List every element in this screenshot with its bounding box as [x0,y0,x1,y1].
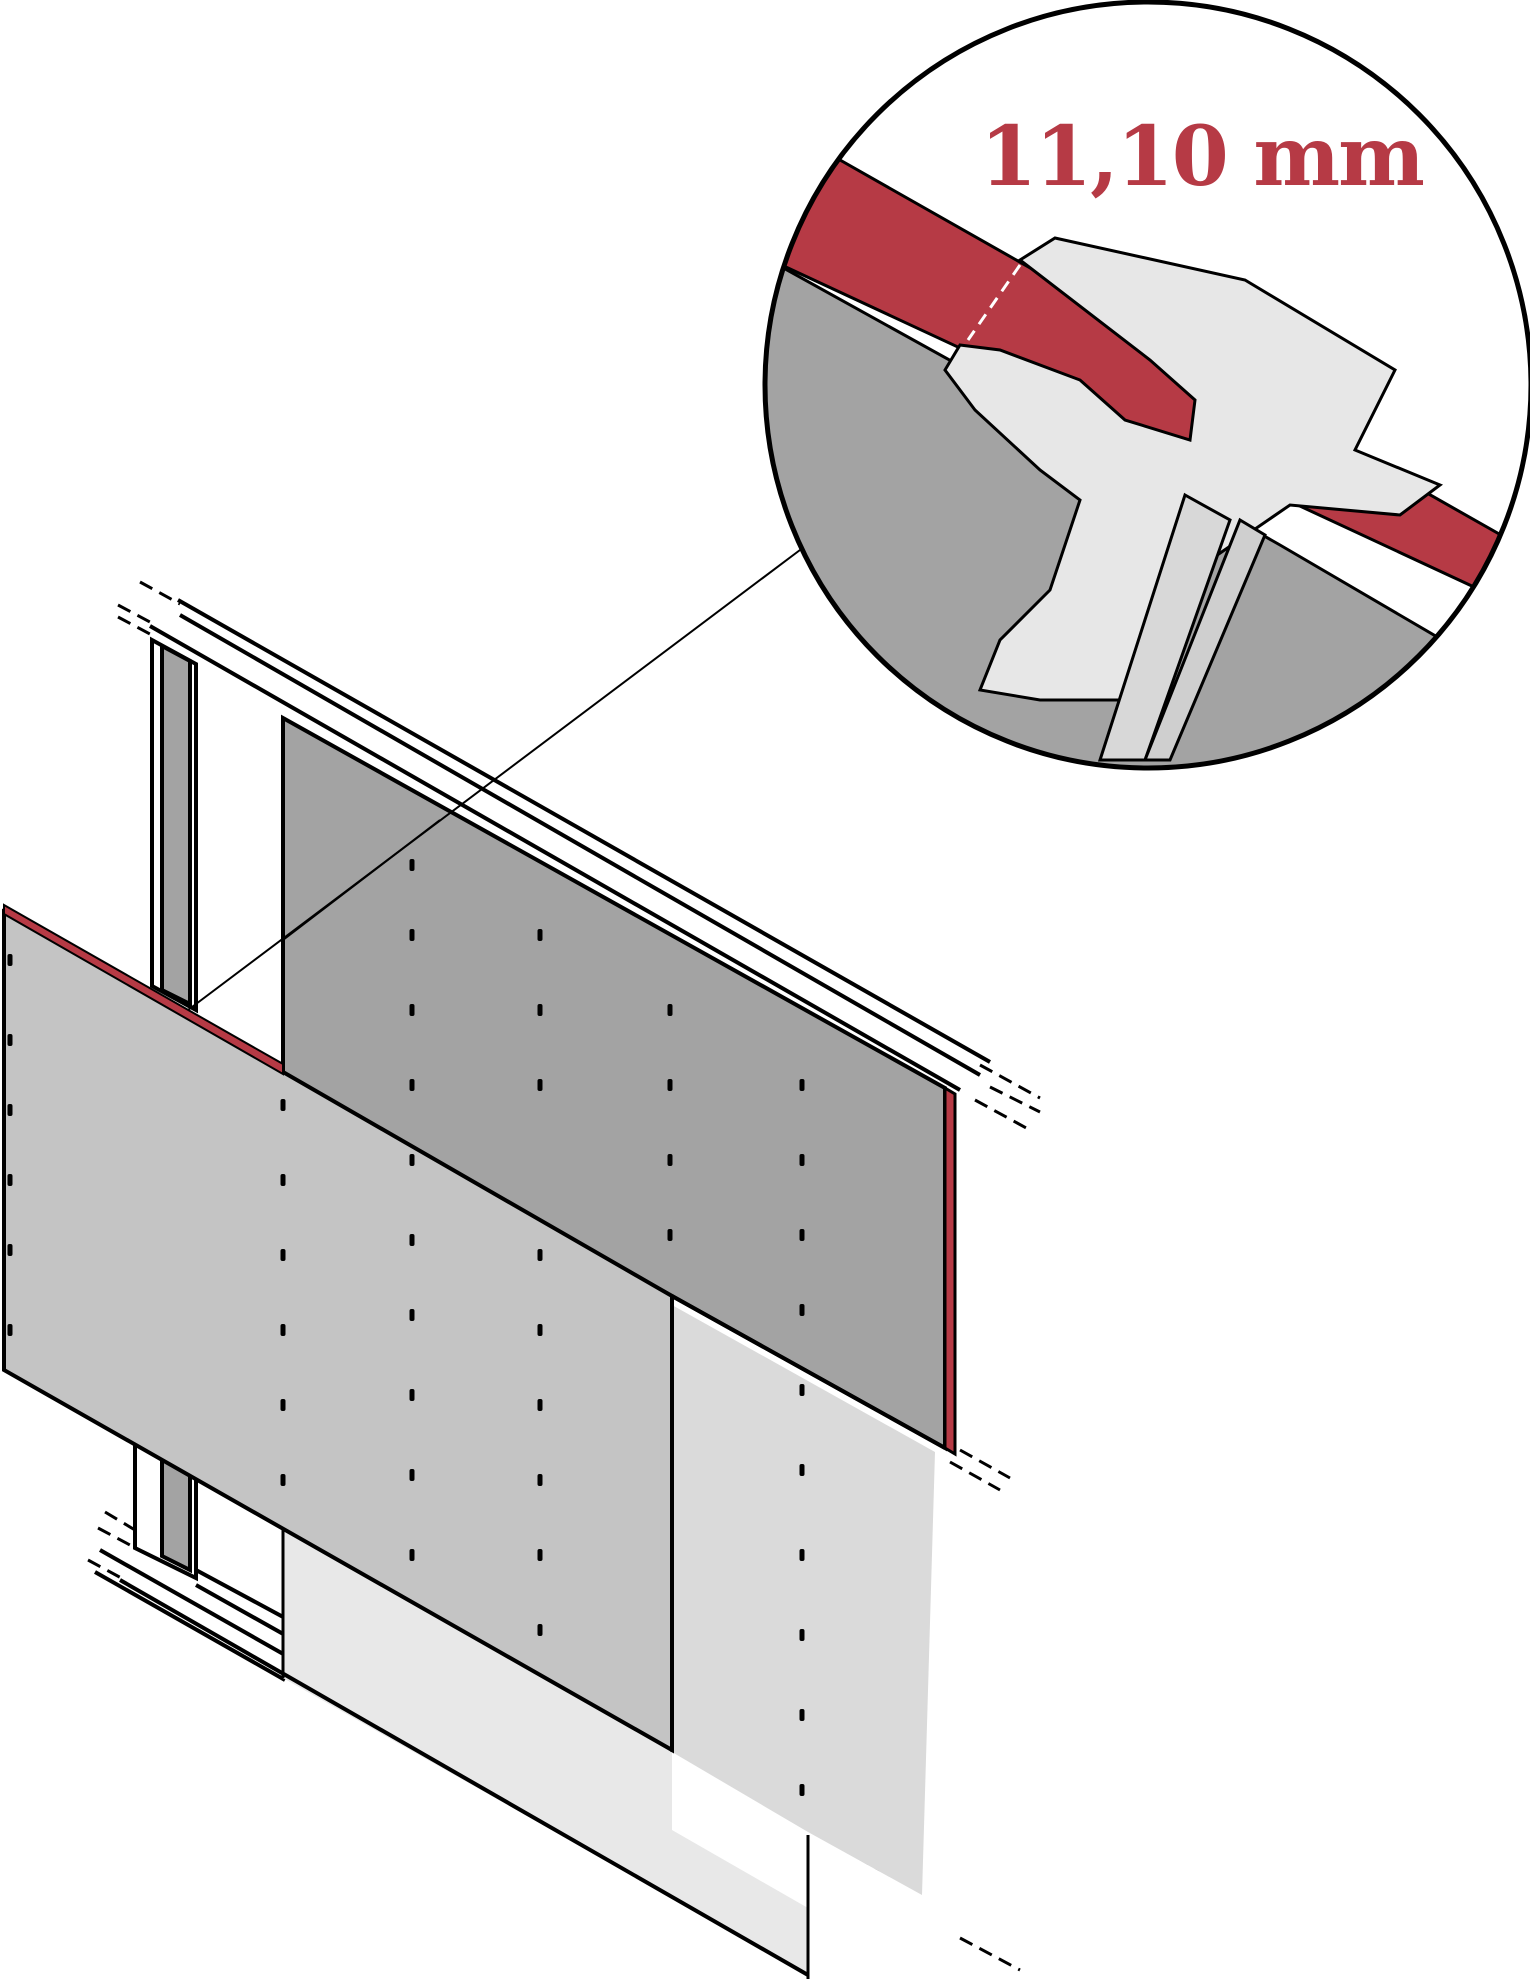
screw-hole-icon [7,1324,13,1336]
front-board [2,903,946,1754]
screw-hole-icon [280,1099,286,1111]
screw-hole-icon [7,954,13,966]
caliper-icon [943,236,1444,702]
screw-holes [7,859,805,1796]
screw-hole-icon [7,1104,13,1116]
screw-hole-icon [667,1229,673,1241]
screw-hole-icon [409,929,415,941]
screw-hole-icon [799,1549,805,1561]
screw-hole-icon [409,1309,415,1321]
screw-hole-icon [537,1324,543,1336]
screw-hole-icon [667,1154,673,1166]
screw-hole-icon [7,1174,13,1186]
screw-hole-icon [280,1474,286,1486]
screw-hole-icon [280,1249,286,1261]
metal-frame [94,598,991,1682]
screw-hole-icon [537,1079,543,1091]
screw-hole-icon [7,1034,13,1046]
screw-hole-icon [799,1629,805,1641]
screw-hole-icon [537,1399,543,1411]
detail-circle: 11,10 mm [762,0,1530,771]
screw-hole-icon [799,1079,805,1091]
lower-boards [119,1305,935,1979]
screw-hole-icon [7,1244,13,1256]
screw-hole-icon [537,1249,543,1261]
screw-hole-icon [409,1234,415,1246]
screw-hole-icon [537,1624,543,1636]
screw-hole-icon [537,1474,543,1486]
screw-hole-icon [799,1384,805,1396]
screw-hole-icon [799,1709,805,1721]
measurement-label: 11,10 mm [980,109,1423,205]
screw-hole-icon [537,1004,543,1016]
screw-hole-icon [799,1229,805,1241]
screw-hole-icon [799,1464,805,1476]
screw-hole-icon [799,1304,805,1316]
screw-hole-icon [409,1389,415,1401]
screw-hole-icon [409,1469,415,1481]
screw-hole-icon [409,1549,415,1561]
screw-hole-icon [409,1079,415,1091]
screw-hole-icon [799,1784,805,1796]
screw-hole-icon [537,929,543,941]
screw-hole-icon [409,1154,415,1166]
screw-hole-icon [280,1324,286,1336]
screw-hole-icon [799,1154,805,1166]
screw-hole-icon [667,1079,673,1091]
leader-lines [187,549,801,1011]
screw-hole-icon [280,1399,286,1411]
screw-hole-icon [409,1004,415,1016]
screw-hole-icon [280,1174,286,1186]
screw-hole-icon [409,859,415,871]
screw-hole-icon [537,1549,543,1561]
screw-hole-icon [667,1004,673,1016]
